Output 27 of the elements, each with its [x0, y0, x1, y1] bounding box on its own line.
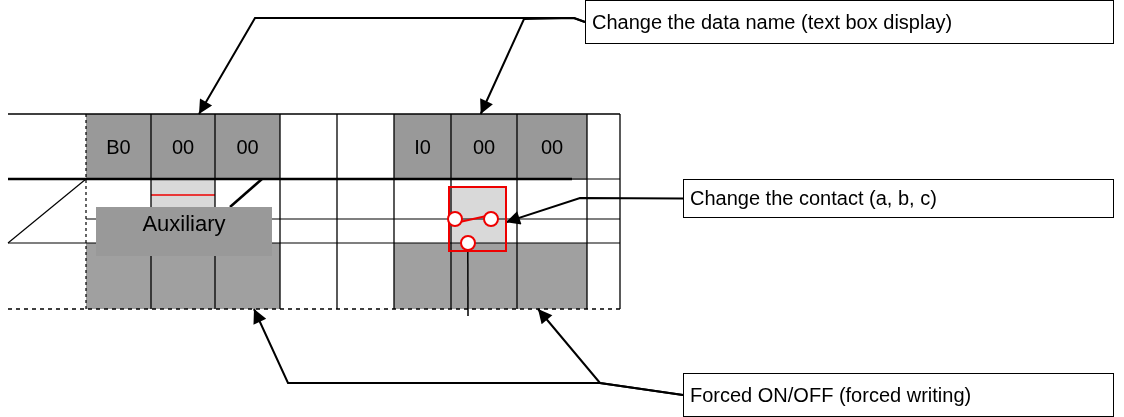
leader-arrow: [479, 17, 586, 115]
cell-text: 00: [540, 135, 564, 159]
connector-line: [467, 250, 469, 317]
grid-cell: [517, 114, 587, 180]
callout-box: [585, 0, 1114, 44]
auxiliary-label: Auxiliary: [142, 211, 226, 237]
cell-text: 00: [472, 135, 496, 159]
cell-text: B0: [106, 135, 131, 159]
grid-cell: [215, 256, 280, 309]
callout-text: Forced ON/OFF (forced writing): [690, 383, 972, 407]
grid-cell: [517, 243, 587, 309]
grid-cell: [451, 114, 517, 180]
grid-cell: [151, 256, 215, 309]
cell-text: 00: [171, 135, 195, 159]
grid-cell: [86, 256, 151, 309]
callout-box: [683, 179, 1114, 218]
grid-cell: [394, 243, 451, 309]
cell-text: I0: [414, 135, 431, 159]
grid-cell: [151, 114, 215, 180]
callout-text: Change the contact (a, b, c): [690, 187, 937, 210]
contact-switch-drawing: [449, 187, 506, 251]
callout-box: [683, 373, 1114, 417]
leader-arrow: [537, 308, 684, 396]
cell-text: 00: [236, 135, 259, 159]
callout-text: Change the data name (text box display): [592, 10, 953, 34]
auxiliary-box: [96, 207, 272, 256]
leader-arrow: [505, 197, 684, 225]
